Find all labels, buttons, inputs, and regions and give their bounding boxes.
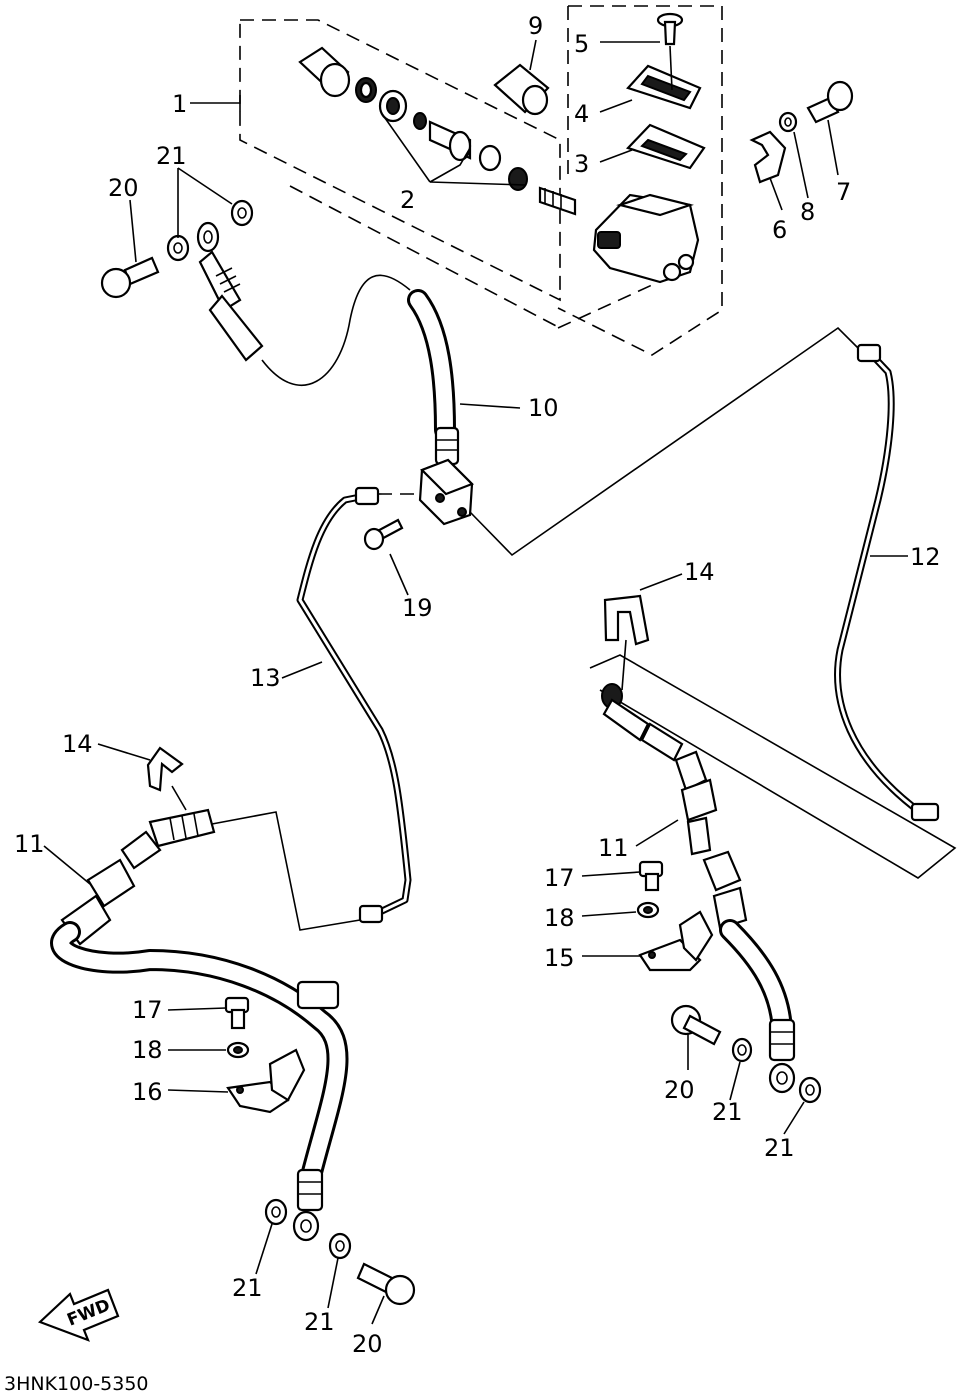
callout-15: 15: [544, 944, 575, 972]
callout-1: 1: [172, 90, 187, 118]
washer-part-8: [778, 111, 798, 133]
holder-part-6: [749, 130, 787, 184]
callout-labels: 1 2 3 4 5 6 7 8 9 10 11 11 12 13 14 14 1…: [14, 12, 941, 1358]
union-bolt-20-upper: [100, 256, 160, 299]
pipe13-left-route: [211, 811, 361, 931]
callout-17-right: 17: [544, 864, 575, 892]
washer-part-18-left: [226, 1041, 250, 1059]
clip14-left-leader: [171, 785, 187, 811]
brake-pipe-part-13: [296, 486, 412, 924]
callout-2: 2: [400, 186, 415, 214]
callout-3: 3: [574, 150, 589, 178]
brake-pipe-joint: [418, 458, 474, 526]
callout-13: 13: [250, 664, 281, 692]
callout-6: 6: [772, 216, 787, 244]
callout-10: 10: [528, 394, 559, 422]
callout-11-left: 11: [14, 830, 45, 858]
hose-route-line-upper: [261, 274, 411, 387]
boot-part-9: [493, 63, 550, 116]
bracket-part-15: [638, 910, 714, 972]
right-assembly-outline: [589, 654, 957, 879]
washer-part-18-right: [636, 901, 660, 919]
bolt-part-17-left: [224, 996, 250, 1030]
callout-12: 12: [910, 543, 941, 571]
callout-4: 4: [574, 100, 589, 128]
pipe12-route-line: [469, 326, 859, 557]
callout-19: 19: [402, 594, 433, 622]
clip-part-14-left: [146, 746, 184, 792]
master-cylinder-group-outline: [239, 5, 723, 356]
leader-lines: [43, 39, 908, 1325]
union-bolt-20-left: [356, 1262, 416, 1306]
callout-18-left: 18: [132, 1036, 163, 1064]
callout-21-right-b: 21: [764, 1134, 795, 1162]
callout-18-right: 18: [544, 904, 575, 932]
callout-7: 7: [836, 178, 851, 206]
brake-hose-part-11-right: [601, 683, 796, 1094]
bolt-part-17-right: [638, 860, 664, 892]
callout-14-right: 14: [684, 558, 715, 586]
union-bolt-20-right: [670, 1004, 722, 1046]
brake-pipe-part-12: [834, 343, 940, 822]
brake-hose-part-10: [407, 289, 460, 466]
washer-21-left-b: [328, 1232, 352, 1260]
callout-11-right: 11: [598, 834, 629, 862]
bolt-part-19: [363, 518, 404, 551]
callout-21-upper: 21: [156, 142, 187, 170]
callout-21-right-a: 21: [712, 1098, 743, 1126]
piston-kit: [298, 46, 577, 216]
callout-20-upper: 20: [108, 174, 139, 202]
clip-part-14-right: [603, 594, 650, 646]
washer-21-left-a: [264, 1198, 288, 1226]
callout-9: 9: [528, 12, 543, 40]
callout-17-left: 17: [132, 996, 163, 1024]
reservoir-cap-part-4: [626, 64, 702, 110]
brake-hose-part-11-left: [50, 808, 349, 1242]
diaphragm-part-3: [625, 123, 706, 170]
washer-21-upper-b: [230, 199, 254, 227]
callout-5: 5: [574, 30, 589, 58]
screw-part-5: [656, 12, 684, 46]
washer-21-right-b: [798, 1076, 822, 1104]
callout-8: 8: [800, 198, 815, 226]
washer-21-right-a: [731, 1037, 753, 1063]
master-cylinder-body: [592, 193, 700, 284]
fwd-arrow-icon: FWD: [37, 1288, 120, 1342]
drawing-code: 3HNK100-5350: [4, 1373, 149, 1395]
clip14-right-leader: [621, 639, 627, 691]
callout-14-left: 14: [62, 730, 93, 758]
bolt-part-7: [806, 80, 854, 124]
washer-21-upper-a: [166, 234, 190, 262]
callout-21-lower-a: 21: [232, 1274, 263, 1302]
banjo-fitting-upper: [196, 221, 264, 362]
callout-16: 16: [132, 1078, 163, 1106]
callout-21-lower-b: 21: [304, 1308, 335, 1336]
callout-20-right: 20: [664, 1076, 695, 1104]
callout-20-lower: 20: [352, 1330, 383, 1358]
bracket-part-16: [226, 1048, 306, 1114]
